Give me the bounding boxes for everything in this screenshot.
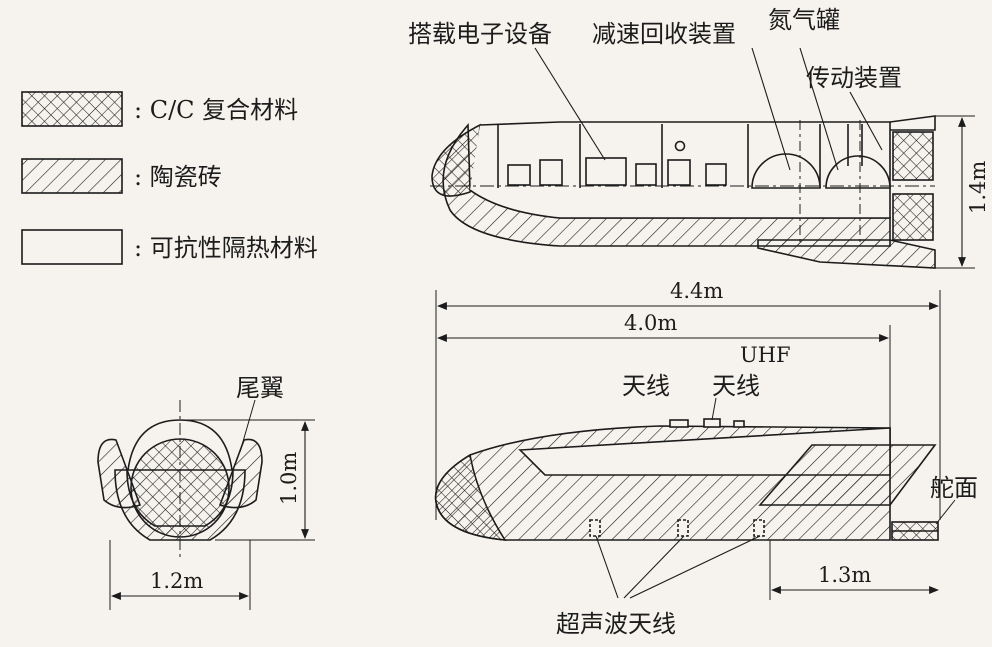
label-length-body: 4.0m <box>624 311 677 335</box>
label-uhf: UHF <box>740 343 791 367</box>
label-nitrogen-tank: 氮气罐 <box>768 6 840 34</box>
length-dimensions <box>435 290 941 520</box>
cross-section <box>97 399 315 610</box>
label-electronics: 搭载电子设备 <box>408 20 552 48</box>
label-tail-fin: 尾翼 <box>236 374 284 402</box>
label-length-total: 4.4m <box>670 279 723 303</box>
side-view-bottom <box>434 397 956 600</box>
label-height: 1.4m <box>966 161 990 214</box>
legend-swatch-cc-composite <box>21 91 123 127</box>
legend-swatch-ceramic-tile <box>21 158 123 194</box>
legend-label-cc-composite: : C/C 复合材料 <box>134 96 298 124</box>
label-width: 1.2m <box>150 569 203 593</box>
legend-label-flexible-insulation: : 可抗性隔热材料 <box>134 234 318 262</box>
legend-label-ceramic-tile: : 陶瓷砖 <box>134 163 222 191</box>
label-rudder: 舵面 <box>930 474 978 502</box>
label-recovery: 减速回收装置 <box>592 20 736 48</box>
label-actuator: 传动装置 <box>806 64 902 92</box>
side-view-top <box>430 47 975 269</box>
label-antenna-2: 天线 <box>712 372 760 400</box>
legend-swatch-flexible-insulation <box>21 229 123 265</box>
label-section-height: 1.0m <box>277 452 301 505</box>
label-ultrasonic: 超声波天线 <box>556 610 676 638</box>
label-antenna-1: 天线 <box>622 372 670 400</box>
label-rudder-length: 1.3m <box>818 563 871 587</box>
